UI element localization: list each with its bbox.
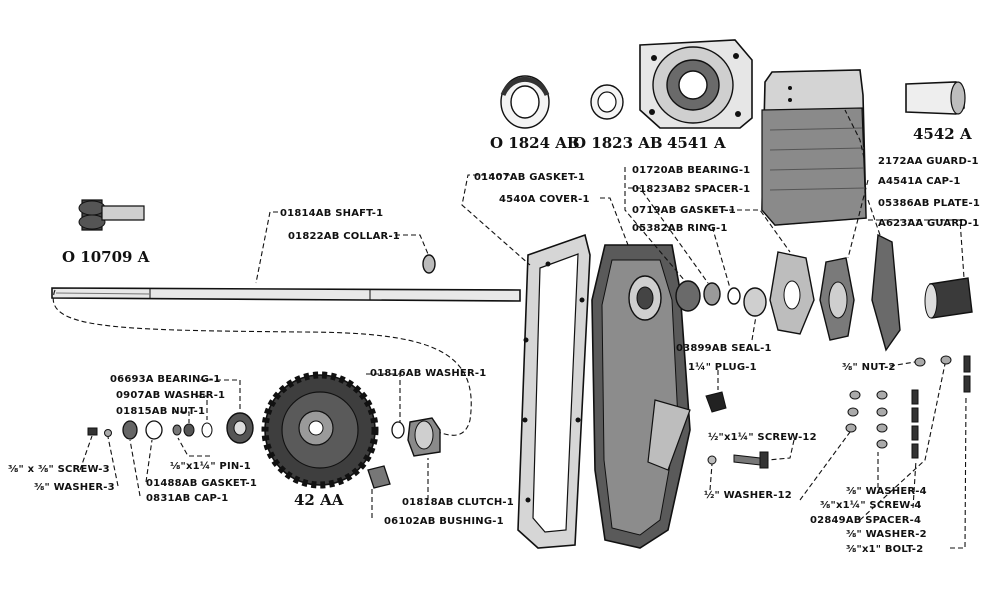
- label-washer-2: ⅜" WASHER-2: [846, 529, 927, 540]
- part-spacer-1823-b2: [703, 282, 721, 306]
- part-end-cap-4541: [639, 39, 753, 129]
- label-collar: 01822AB COLLAR-1: [288, 231, 400, 242]
- part-guard-2172: [761, 69, 867, 226]
- part-bearing-6693: [226, 412, 254, 444]
- label-bolt-2: ⅜"x1" BOLT-2: [846, 544, 923, 555]
- title-1824ab: O 1824 AB: [490, 134, 580, 152]
- label-washer-1816: 01816AB WASHER-1: [370, 368, 486, 379]
- label-gasket-1488: 01488AB GASKET-1: [146, 478, 257, 489]
- part-gasket-1488: [145, 420, 163, 440]
- label-bearing-6693: 06693A BEARING-1: [110, 374, 221, 385]
- label-clutch: 01818AB CLUTCH-1: [402, 497, 514, 508]
- callout-labels: 01814AB SHAFT-1 01822AB COLLAR-1 01407AB…: [8, 156, 980, 555]
- part-number-titles: O 1824 AB O 1823 AB 4541 A 4542 A O 1070…: [62, 125, 972, 509]
- part-fitting-10709: [78, 199, 145, 231]
- part-gasket-719: [769, 251, 815, 335]
- part-guard-sleeve-4542: [905, 81, 966, 115]
- label-spacer-1823: 01823AB2 SPACER-1: [632, 184, 750, 195]
- part-screw-3: [87, 427, 98, 436]
- part-plug-1-25: [705, 391, 727, 413]
- label-pin: ⅛"x1¼" PIN-1: [170, 460, 251, 472]
- label-plug: 1¼" PLUG-1: [688, 361, 757, 373]
- title-4542a: 4542 A: [913, 125, 972, 143]
- hardware-right-cluster: [845, 355, 971, 459]
- label-screw-4: ⅜"x1¼" SCREW-4: [820, 499, 922, 511]
- label-seal: 03899AB SEAL-1: [676, 343, 772, 354]
- label-ring: 05382AB RING-1: [632, 223, 728, 234]
- label-nut-1815: 01815AB NUT-1: [116, 406, 205, 417]
- leader-lines: [79, 109, 967, 549]
- part-pin: [172, 424, 182, 436]
- part-collar-1822: [422, 254, 436, 274]
- part-seal-ring-1824: [500, 75, 550, 129]
- title-1823ab: O 1823 AB: [573, 134, 663, 152]
- label-plate: 05386AB PLATE-1: [878, 198, 980, 209]
- label-cap-831: 0831AB CAP-1: [146, 493, 228, 504]
- part-seal-3899: [743, 287, 767, 317]
- label-gasket-719: 0719AB GASKET-1: [632, 205, 736, 216]
- label-cover: 4540A COVER-1: [499, 194, 590, 205]
- part-ring-5382: [727, 287, 741, 305]
- part-washer-907: [201, 422, 213, 438]
- part-cap-4541a: [819, 257, 855, 341]
- label-cap-4541a: A4541A CAP-1: [878, 176, 961, 187]
- title-10709a: O 10709 A: [62, 248, 150, 266]
- label-washer-4: ⅜" WASHER-4: [846, 486, 927, 497]
- part-washer-12: [707, 455, 717, 465]
- part-guard-a623: [924, 277, 973, 319]
- label-guard-a623: A623AA GUARD-1: [878, 218, 979, 229]
- label-screw-12: ½"x1¼" SCREW-12: [708, 431, 817, 443]
- title-4541a: 4541 A: [667, 134, 726, 152]
- label-gasket-1407: 01407AB GASKET-1: [474, 172, 585, 183]
- label-shaft: 01814AB SHAFT-1: [280, 208, 383, 219]
- assembly-path-line: [52, 289, 472, 436]
- label-washer-3: ⅜" WASHER-3: [34, 482, 115, 493]
- part-plate-5386: [871, 233, 901, 352]
- part-gasket-1407: [517, 233, 591, 549]
- part-screw-12: [733, 451, 769, 469]
- label-guard-2172: 2172AA GUARD-1: [878, 156, 979, 167]
- part-washer-3: [104, 429, 112, 437]
- part-shaft-1814: [51, 287, 521, 302]
- part-cap-831: [122, 420, 138, 440]
- label-washer-907: 0907AB WASHER-1: [116, 390, 225, 401]
- part-washer-1816: [391, 421, 405, 439]
- label-spacer-4: 02849AB SPACER-4: [810, 515, 921, 526]
- part-nut-1815: [183, 423, 195, 437]
- part-bushing-6102: [367, 465, 391, 489]
- part-cover-4540: [591, 244, 691, 549]
- label-nut-2: ⅜" NUT-2: [842, 362, 896, 373]
- label-bearing-1720: 01720AB BEARING-1: [632, 165, 750, 176]
- part-clutch-1818: [407, 417, 441, 457]
- part-sprocket-42aa: [261, 371, 379, 489]
- title-42aa: 42 AA: [294, 491, 344, 509]
- label-bushing: 06102AB BUSHING-1: [384, 516, 504, 527]
- label-screw-3: ⅜" x ⅜" SCREW-3: [8, 464, 110, 475]
- part-bearing-1720: [675, 280, 701, 312]
- part-spacer-ring-1823: [590, 84, 624, 120]
- label-washer-12: ½" WASHER-12: [704, 490, 792, 501]
